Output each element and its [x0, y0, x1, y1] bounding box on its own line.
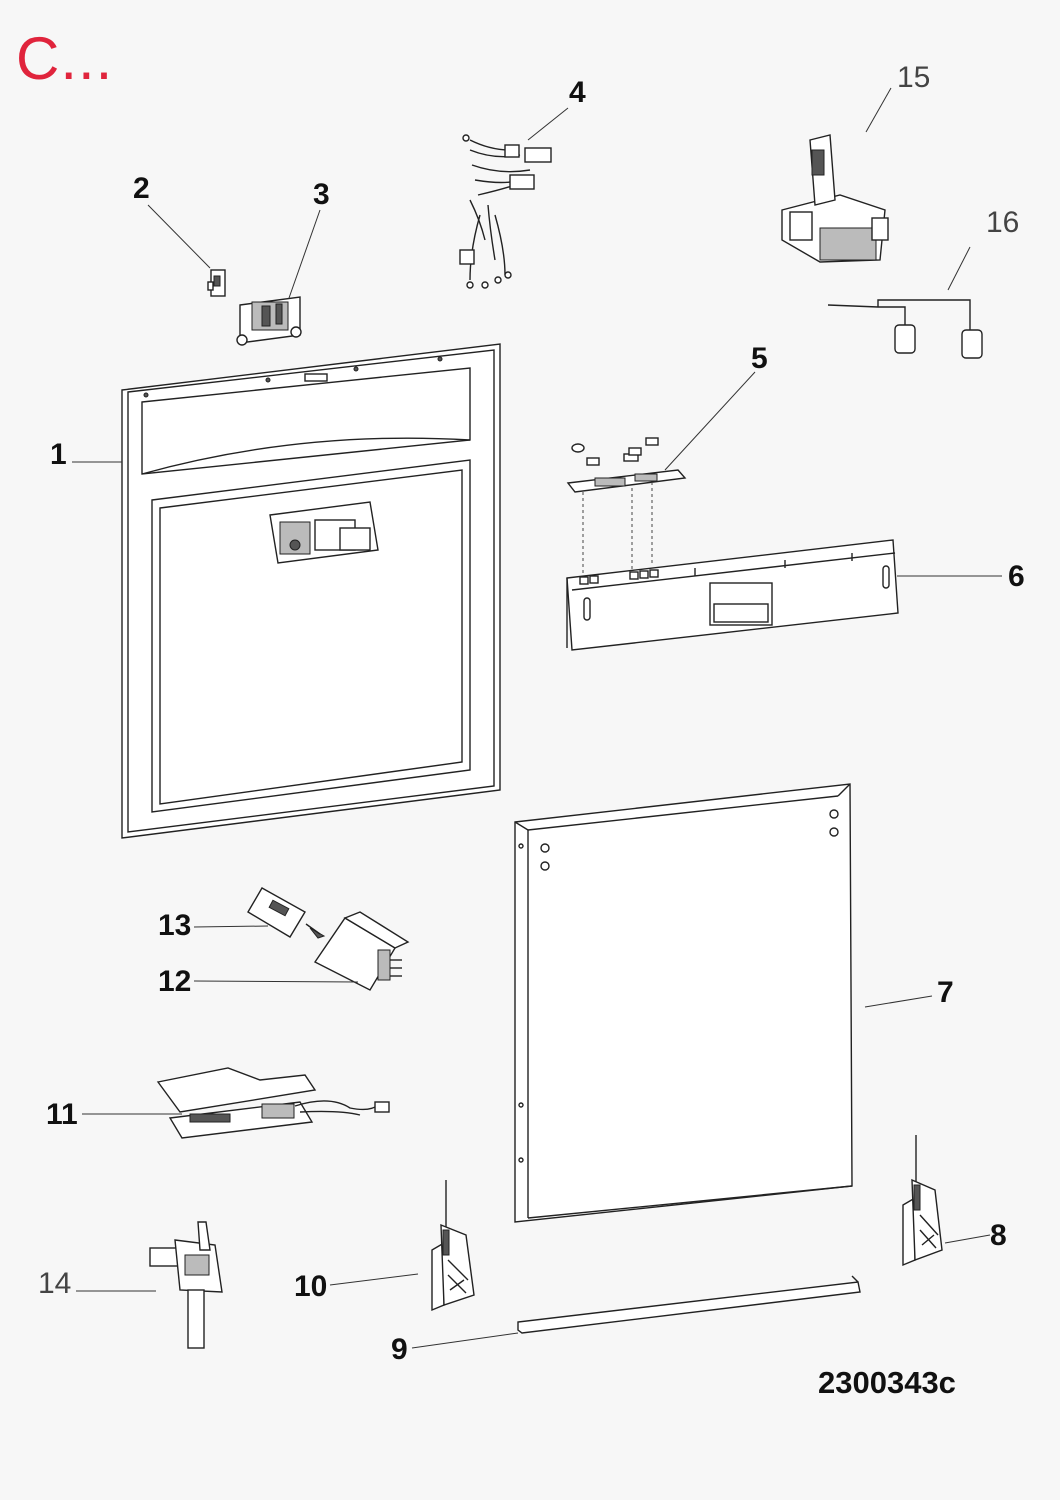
callout-1[interactable]: 1 [50, 438, 67, 471]
part-4-wiring-harness[interactable] [459, 134, 552, 289]
callout-2[interactable]: 2 [133, 172, 150, 205]
callout-12[interactable]: 12 [158, 965, 192, 998]
sheet-title: C... [16, 25, 114, 92]
callout-6[interactable]: 6 [1008, 560, 1025, 593]
part-11-electronic-board[interactable] [156, 1067, 390, 1139]
part-8-hinge-right[interactable] [902, 1135, 943, 1267]
part-2-latch-switch[interactable] [207, 269, 226, 297]
callout-11[interactable]: 11 [46, 1098, 78, 1131]
part-9-rod[interactable] [517, 1275, 861, 1334]
callout-5[interactable]: 5 [751, 342, 768, 375]
part-16-wire-sensors[interactable] [827, 299, 983, 359]
part-1-dispenser [269, 501, 379, 564]
drawing-reference-code: 2300343c [818, 1365, 956, 1400]
part-10-hinge-left[interactable] [431, 1180, 475, 1312]
callout-8[interactable]: 8 [990, 1219, 1007, 1252]
part-13-label-card[interactable] [247, 887, 326, 939]
callout-7[interactable]: 7 [937, 976, 954, 1009]
part-3-door-lock[interactable] [236, 296, 302, 346]
part-15-sensor-assembly[interactable] [781, 134, 889, 263]
callout-16[interactable]: 16 [986, 206, 1020, 239]
part-7-outer-door-panel[interactable] [514, 783, 853, 1223]
callout-9[interactable]: 9 [391, 1333, 408, 1366]
part-6-control-panel[interactable] [566, 539, 899, 651]
part-14-valve[interactable] [149, 1221, 223, 1349]
part-5-button-strip[interactable] [566, 437, 687, 576]
callout-14[interactable]: 14 [38, 1267, 72, 1300]
callout-4[interactable]: 4 [569, 76, 586, 109]
part-12-module[interactable] [313, 911, 410, 991]
part-1-inner-door[interactable] [121, 343, 501, 839]
callout-13[interactable]: 13 [158, 909, 192, 942]
callout-10[interactable]: 10 [294, 1270, 328, 1303]
callout-3[interactable]: 3 [313, 178, 330, 211]
callout-15[interactable]: 15 [897, 61, 931, 94]
leader-lines [72, 87, 1002, 1349]
